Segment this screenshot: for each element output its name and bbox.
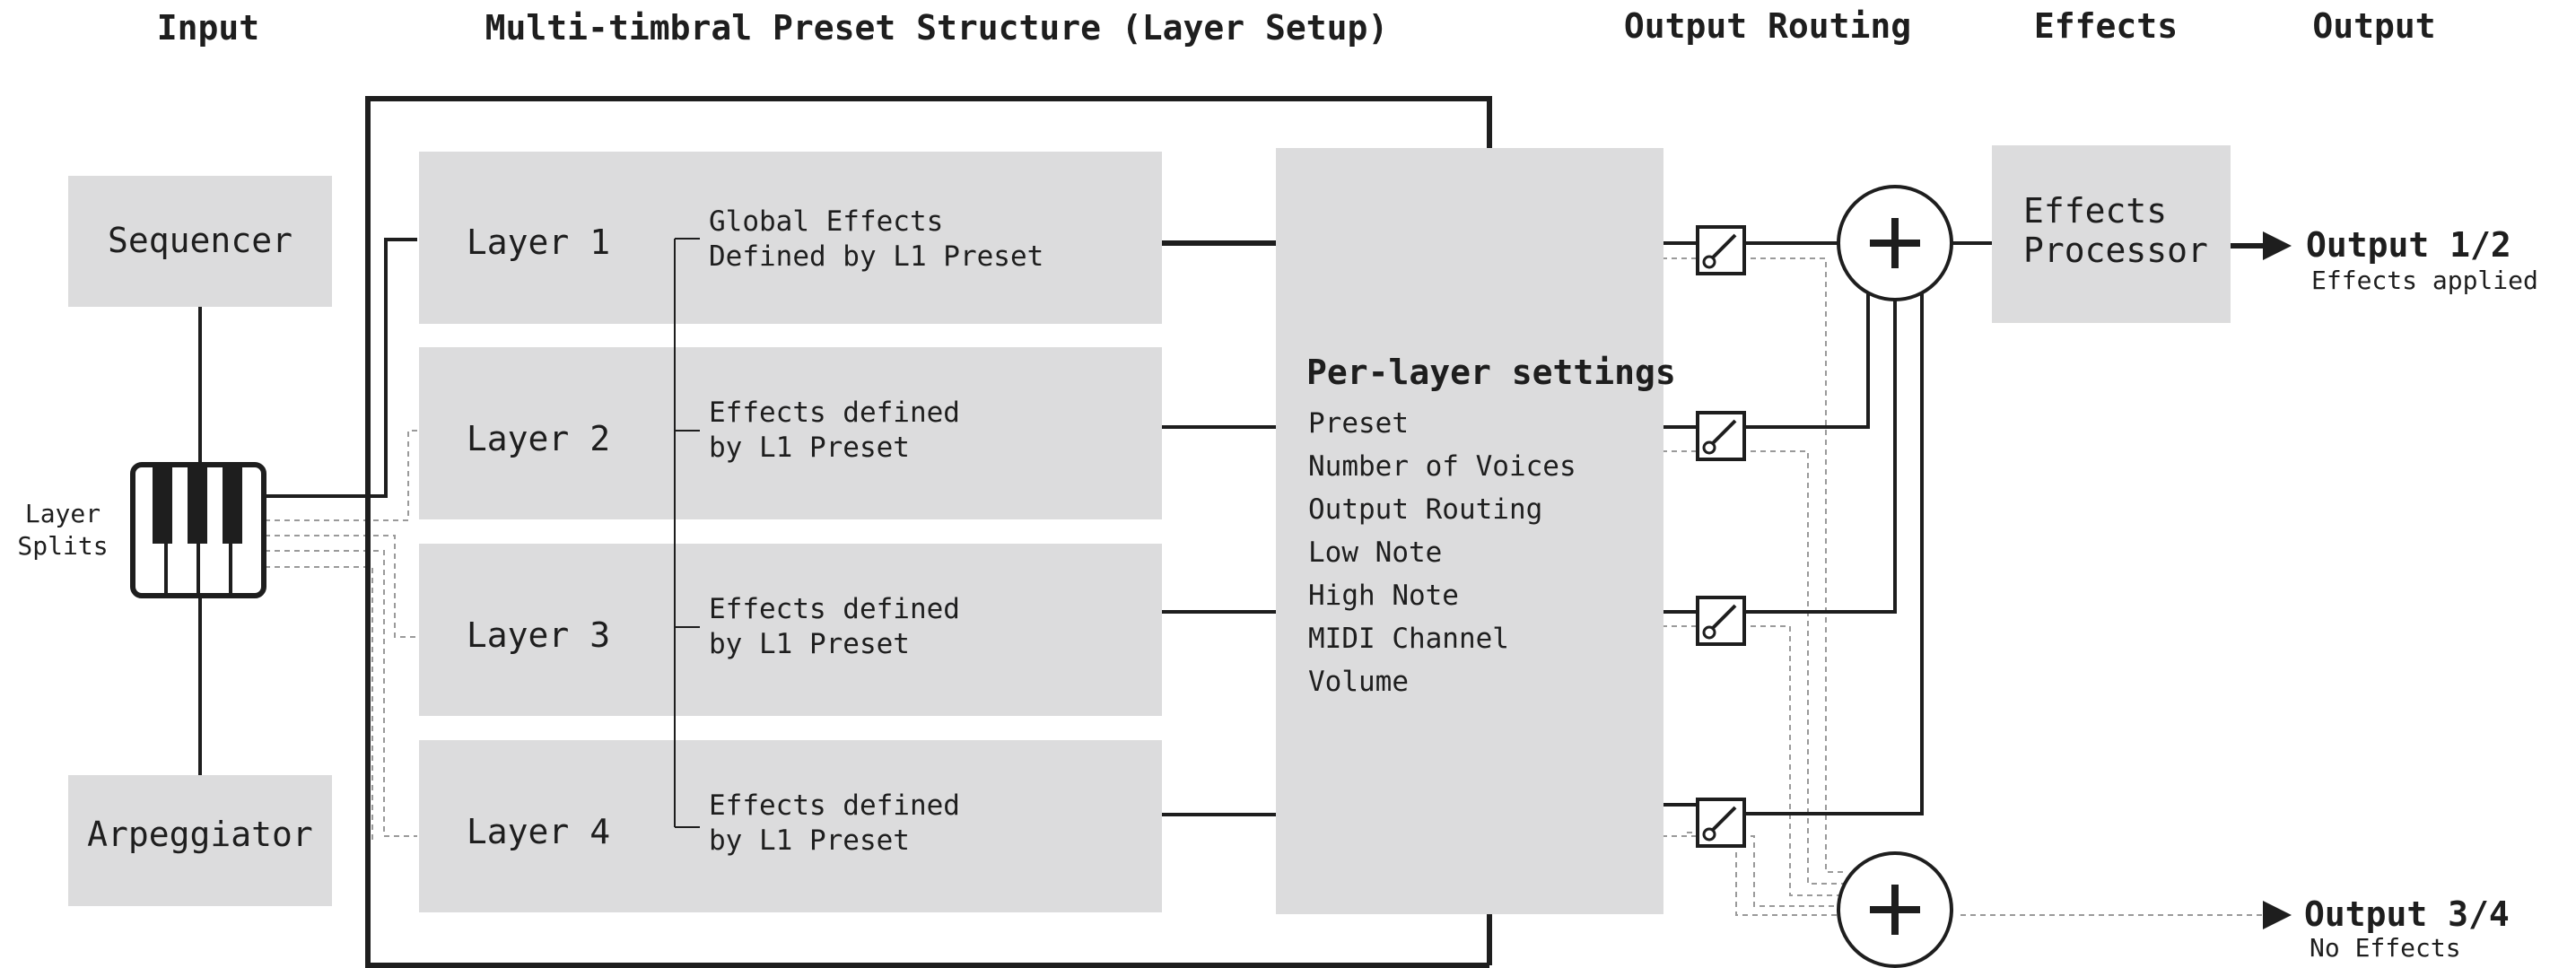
header-structure: Multi-timbral Preset Structure (Layer Se… — [485, 8, 1389, 48]
layer-1-note-line1: Global Effects — [709, 205, 943, 238]
layer-3-box: Layer 3 Effects defined by L1 Preset — [419, 544, 1162, 716]
layer-4-box: Layer 4 Effects defined by L1 Preset — [419, 740, 1162, 912]
setting-item: Number of Voices — [1308, 450, 1576, 483]
layer-1-note-line2: Defined by L1 Preset — [709, 240, 1043, 273]
header-effects: Effects — [2034, 6, 2178, 46]
output-1-2-label: Output 1/2 — [2306, 225, 2511, 265]
routing-switch-icon — [1696, 411, 1746, 461]
routing-switch-icon — [1696, 596, 1746, 646]
setting-item: High Note — [1308, 580, 1459, 612]
layer-1-label: Layer 1 — [467, 222, 610, 262]
piano-keyboard-icon — [130, 462, 266, 598]
layer-2-note-line1: Effects defined — [709, 397, 960, 429]
layer-splits-label-line2: Splits — [17, 531, 108, 561]
layer-3-note-line1: Effects defined — [709, 593, 960, 625]
per-layer-settings-box — [1276, 148, 1663, 914]
plus-mixer-icon — [1837, 851, 1953, 968]
routing-switch-icon — [1696, 798, 1746, 848]
layer-3-label: Layer 3 — [467, 615, 610, 655]
layer-setup-frame — [365, 96, 1489, 968]
output-1-2-sublabel: Effects applied — [2311, 266, 2538, 295]
layer-4-note-line1: Effects defined — [709, 789, 960, 822]
effects-bracket — [674, 238, 700, 828]
arpeggiator-box — [68, 775, 332, 906]
header-output-routing: Output Routing — [1624, 6, 1911, 46]
header-output: Output — [2312, 6, 2435, 46]
header-input: Input — [157, 8, 259, 48]
layer-1-box: Layer 1 Global Effects Defined by L1 Pre… — [419, 152, 1162, 324]
effects-processor-line2: Processor — [2023, 231, 2208, 270]
plus-mixer-icon — [1837, 185, 1953, 301]
setting-item: Output Routing — [1308, 493, 1542, 526]
setting-item: Preset — [1308, 407, 1409, 440]
layer-3-note-line2: by L1 Preset — [709, 628, 910, 660]
arpeggiator-label: Arpeggiator — [87, 815, 313, 854]
arrowhead-icon — [2263, 231, 2292, 260]
layer-splits-label-line1: Layer — [25, 499, 100, 528]
effects-processor-box — [1992, 145, 2231, 323]
layer-2-box: Layer 2 Effects defined by L1 Preset — [419, 347, 1162, 519]
arrowhead-icon — [2263, 901, 2292, 929]
setting-item: Low Note — [1308, 536, 1442, 569]
setting-item: Volume — [1308, 666, 1409, 698]
output-3-4-label: Output 3/4 — [2304, 894, 2510, 934]
layer-2-note-line2: by L1 Preset — [709, 432, 910, 464]
routing-switch-icon — [1696, 225, 1746, 275]
per-layer-settings-title: Per-layer settings — [1306, 353, 1676, 392]
effects-processor-line1: Effects — [2023, 191, 2167, 231]
sequencer-label: Sequencer — [108, 221, 293, 260]
setting-item: MIDI Channel — [1308, 623, 1509, 655]
layer-4-note-line2: by L1 Preset — [709, 824, 910, 857]
layer-4-label: Layer 4 — [467, 812, 610, 851]
sequencer-box — [68, 176, 332, 307]
output-3-4-sublabel: No Effects — [2310, 933, 2461, 963]
layer-2-label: Layer 2 — [467, 419, 610, 458]
